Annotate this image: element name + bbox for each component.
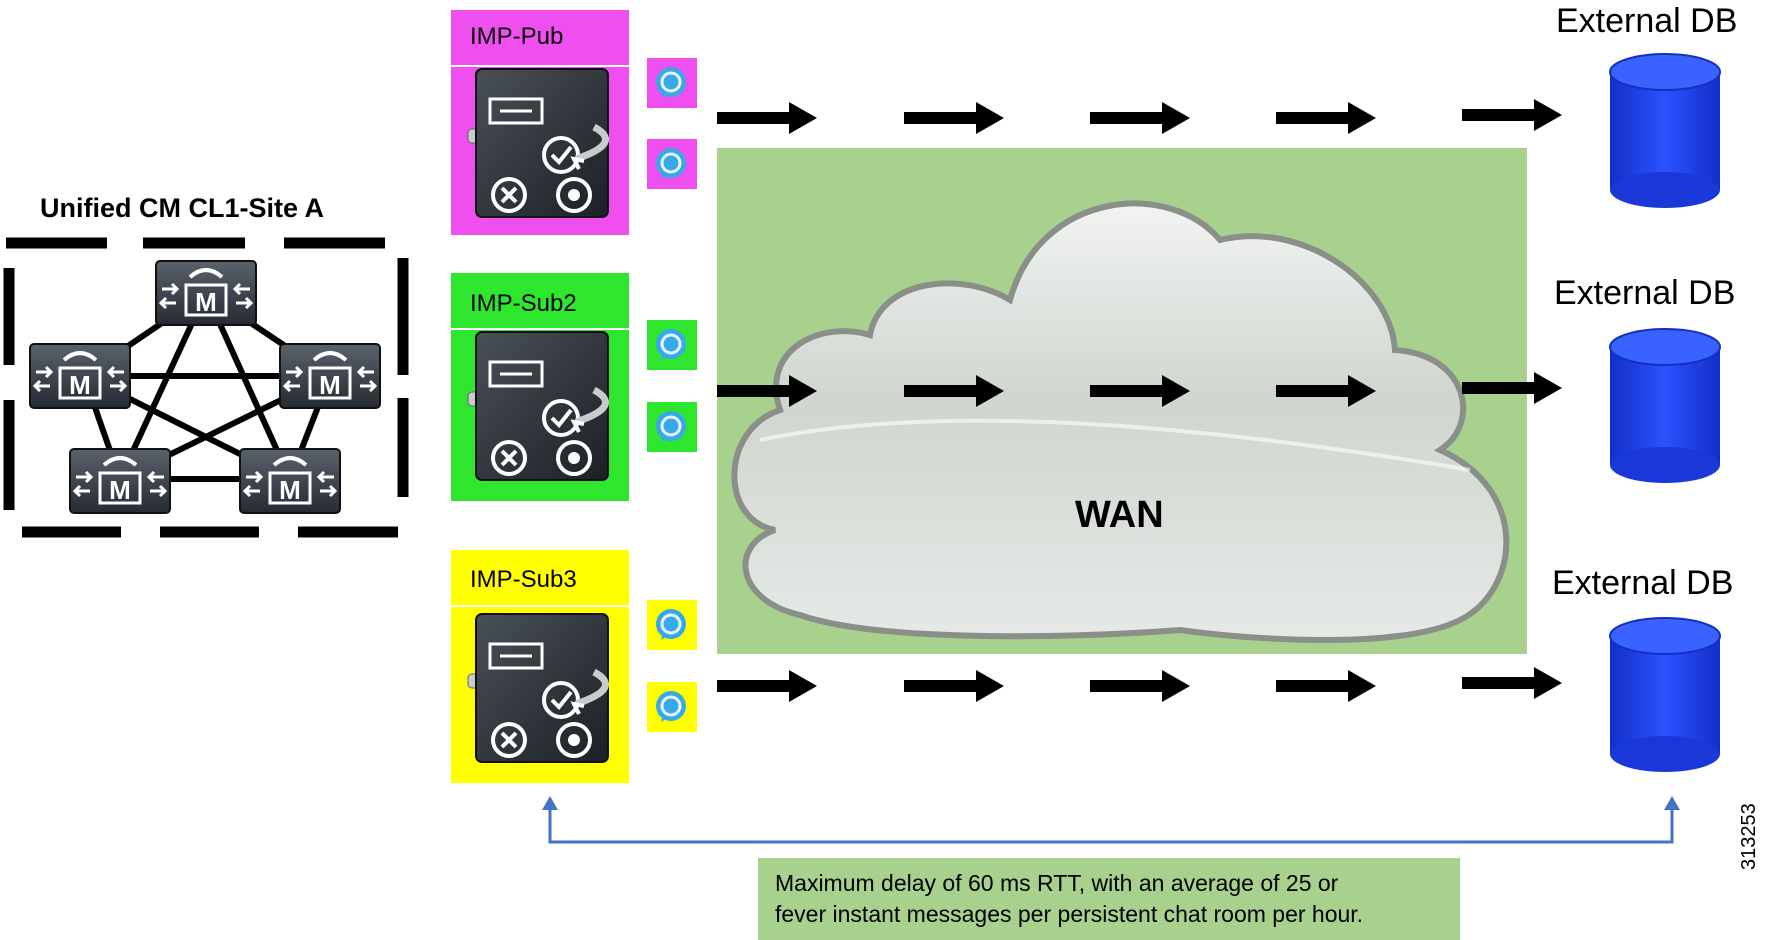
- latency-note-line: fever instant messages per persistent ch…: [775, 901, 1364, 927]
- cluster-boundary: [3, 237, 409, 538]
- database-label: External DB: [1556, 2, 1738, 40]
- cucm-router-icon: [238, 447, 342, 515]
- site-title: Unified CM CL1-Site A: [40, 193, 325, 223]
- server-block-sub3: [451, 550, 697, 783]
- server-block-sub2: [451, 273, 697, 501]
- wan-label: WAN: [1075, 494, 1164, 536]
- server-icon: [468, 614, 608, 762]
- server-label-pub: IMP-Pub: [470, 23, 564, 50]
- arrow-row-pub: [717, 99, 1562, 134]
- database-label: External DB: [1552, 564, 1734, 602]
- cucm-router-icon: [154, 259, 258, 327]
- database-icon: [1609, 53, 1721, 209]
- server-block-pub: [451, 10, 697, 235]
- database-icon: [1609, 617, 1721, 773]
- cloud-icon: [731, 200, 1510, 643]
- cucm-router-icon: [28, 342, 132, 410]
- server-icon: [468, 69, 608, 217]
- cucm-router-icon: [68, 447, 172, 515]
- latency-note: Maximum delay of 60 ms RTT, with an aver…: [758, 858, 1460, 940]
- server-label-sub2: IMP-Sub2: [470, 290, 577, 317]
- cucm-router-icon: [278, 342, 382, 410]
- rtt-connector: [542, 796, 1680, 844]
- arrow-row-sub3: [717, 667, 1562, 702]
- database-label: External DB: [1554, 274, 1736, 312]
- server-icon: [468, 332, 608, 480]
- figure-id: 313253: [1738, 803, 1760, 870]
- latency-note-line: Maximum delay of 60 ms RTT, with an aver…: [775, 870, 1339, 896]
- database-icon: [1609, 328, 1721, 484]
- server-label-sub3: IMP-Sub3: [470, 566, 577, 593]
